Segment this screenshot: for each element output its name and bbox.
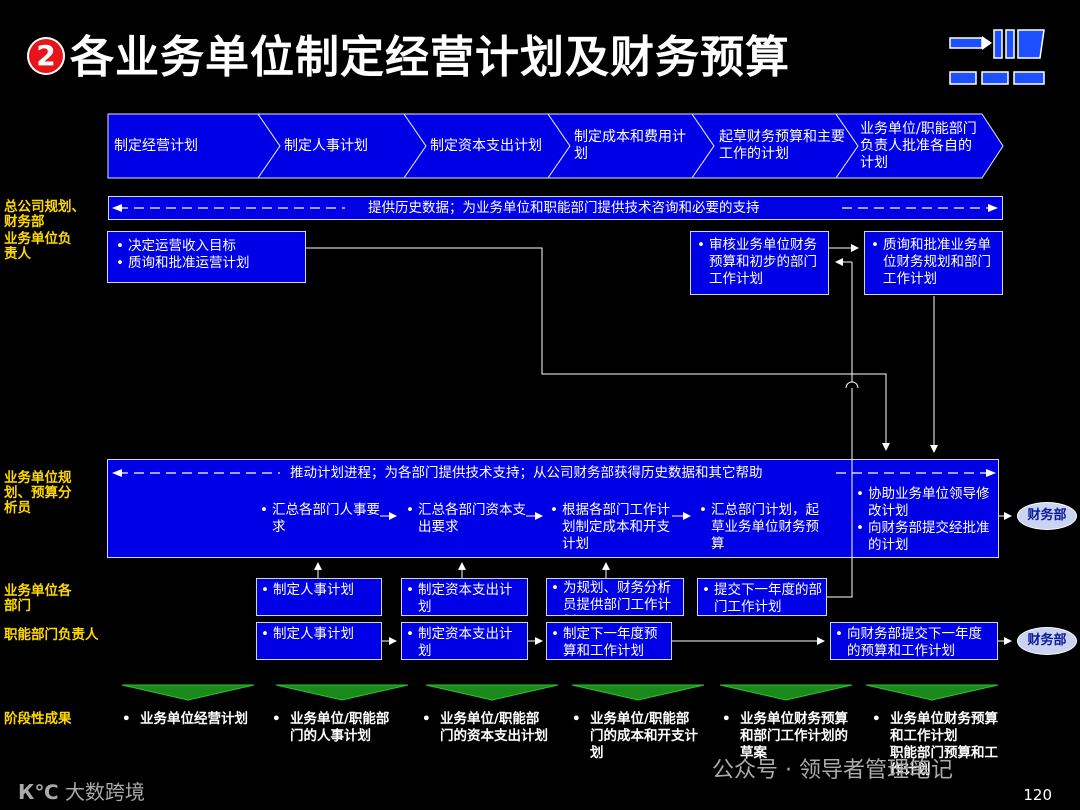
result-triangle-2 bbox=[275, 684, 409, 701]
func-box-4: 向财务部提交下一年度的预算和工作计划 bbox=[830, 622, 998, 660]
page-number: 120 bbox=[1023, 786, 1052, 804]
phase-label-6: 业务单位/职能部门负责人批准各自的计划 bbox=[860, 120, 977, 171]
bu-head-right-item-1: 质询和批准业务单位财务规划和部门工作计划 bbox=[871, 237, 998, 288]
result-1: 业务单位经营计划 bbox=[120, 711, 260, 728]
hq-banner-text: 提供历史数据；为业务单位和职能部门提供技术咨询和必要的支持 bbox=[368, 200, 760, 216]
phase-label-5: 起草财务预算和主要工作的计划 bbox=[719, 129, 845, 162]
row-label-results: 阶段性成果 bbox=[4, 711, 72, 727]
hq-banner-box bbox=[108, 196, 1003, 220]
result-4: 业务单位/职能部门的成本和开支计划 bbox=[570, 711, 702, 762]
phase-label-4: 制定成本和费用计划 bbox=[574, 129, 686, 162]
result-triangle-4 bbox=[571, 684, 705, 701]
result-triangle-5 bbox=[719, 684, 853, 701]
phase-label-2: 制定人事计划 bbox=[284, 137, 368, 154]
result-2: 业务单位/职能部门的人事计划 bbox=[270, 711, 402, 745]
result-6-extra: 职能部门预算和工作计划 bbox=[890, 745, 998, 778]
analyst-step-4: 汇总部门计划，起草业务单位财务预算 bbox=[697, 502, 831, 558]
func-box-3: 制定下一年度预算和工作计划 bbox=[546, 622, 672, 660]
watermark-right: 公众号 · 领导者管理笔记 bbox=[712, 758, 953, 783]
analyst-step-3: 根据各部门工作计划制定成本和开支计划 bbox=[548, 502, 672, 558]
phase-label-1: 制定经营计划 bbox=[114, 137, 198, 154]
result-triangle-3 bbox=[425, 684, 559, 701]
bu-dept-box-2: 制定资本支出计划 bbox=[401, 578, 528, 616]
phase-label-3: 制定资本支出计划 bbox=[430, 137, 542, 154]
analyst-step-2: 汇总各部门资本支出要求 bbox=[402, 502, 528, 542]
row-label-bu-depts: 业务单位各 部门 bbox=[4, 583, 72, 614]
result-5: 业务单位财务预算和部门工作计划的草案 bbox=[720, 711, 852, 762]
result-6: 业务单位财务预算和工作计划 职能部门预算和工作计划 bbox=[870, 711, 998, 779]
row-label-hq: 总公司规划、 财务部 bbox=[4, 199, 85, 230]
bu-head-right-box: 质询和批准业务单位财务规划和部门工作计划 bbox=[864, 231, 1003, 295]
result-triangle-6 bbox=[865, 684, 999, 701]
bu-dept-box-3: 为规划、财务分析员提供部门工作计划 bbox=[546, 578, 684, 616]
bu-head-left-box: 决定运营收入目标 质询和批准运营计划 bbox=[107, 231, 306, 283]
finance-dept-oval-1: 财务部 bbox=[1017, 502, 1077, 530]
page-title: 各业务单位制定经营计划及财务预算 bbox=[70, 32, 790, 83]
phase-chevrons bbox=[107, 113, 1004, 179]
result-triangle-1 bbox=[121, 684, 255, 701]
brand-icon: К℃ bbox=[18, 780, 59, 804]
func-box-1: 制定人事计划 bbox=[256, 622, 382, 660]
row-label-analyst: 业务单位规 划、预算分 析员 bbox=[4, 470, 72, 516]
bu-dept-box-4: 提交下一年度的部门工作计划 bbox=[697, 578, 827, 616]
bu-head-left-item-2: 质询和批准运营计划 bbox=[116, 255, 299, 272]
bu-head-mid-item-1: 审核业务单位财务预算和初步的部门工作计划 bbox=[697, 237, 824, 288]
logo-icon bbox=[949, 29, 1045, 85]
analyst-banner-text: 推动计划进程；为各部门提供技术支持；从公司财务部获得历史数据和其它帮助 bbox=[290, 465, 763, 481]
finance-dept-oval-2: 财务部 bbox=[1017, 627, 1077, 655]
result-3: 业务单位/职能部门的资本支出计划 bbox=[420, 711, 552, 745]
bu-head-left-item-1: 决定运营收入目标 bbox=[116, 238, 299, 255]
watermark-left: К℃ 大数跨境 bbox=[18, 780, 145, 804]
row-label-func-heads: 职能部门负责人 bbox=[4, 627, 99, 643]
phase-chevron-6 bbox=[835, 113, 1004, 179]
title-number-badge: 2 bbox=[27, 37, 65, 75]
row-label-bu-head: 业务单位负 责人 bbox=[4, 231, 72, 262]
bu-dept-box-1: 制定人事计划 bbox=[256, 578, 382, 616]
analyst-right-items: 协助业务单位领导修改计划 向财务部提交经批准的计划 bbox=[854, 486, 996, 558]
bu-head-mid-box: 审核业务单位财务预算和初步的部门工作计划 bbox=[690, 231, 829, 295]
analyst-step-1: 汇总各部门人事要求 bbox=[256, 502, 382, 542]
func-box-2: 制定资本支出计划 bbox=[401, 622, 528, 660]
